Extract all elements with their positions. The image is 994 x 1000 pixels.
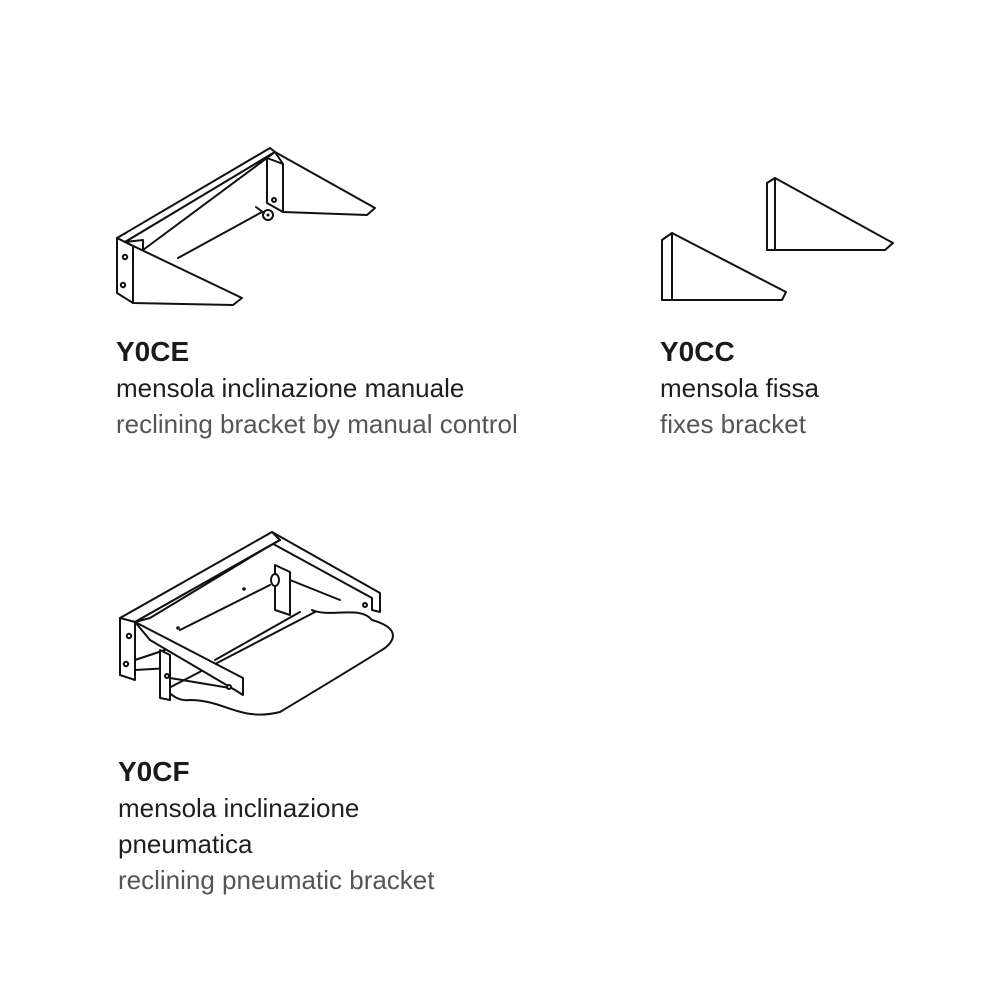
- product-name-italian-line2: pneumatica: [118, 829, 253, 859]
- product-name-english: fixes bracket: [660, 409, 806, 439]
- pneumatic-bracket-illustration: [119, 531, 394, 716]
- product-name-english: reclining bracket by manual control: [116, 409, 518, 439]
- product-code: Y0CE: [116, 336, 190, 367]
- product-code: Y0CF: [118, 756, 190, 787]
- product-name-english: reclining pneumatic bracket: [118, 865, 435, 895]
- product-y0ce: Y0CE mensola inclinazione manuale reclin…: [116, 334, 518, 442]
- product-name-italian-line1: mensola inclinazione: [118, 793, 360, 823]
- product-code: Y0CC: [660, 336, 735, 367]
- manual-bracket-illustration: [116, 147, 376, 306]
- product-name-italian: mensola fissa: [660, 373, 819, 403]
- product-y0cc: Y0CC mensola fissa fixes bracket: [660, 334, 819, 442]
- fixed-bracket-illustration: [661, 177, 894, 301]
- product-name-italian: mensola inclinazione manuale: [116, 373, 465, 403]
- product-y0cf: Y0CF mensola inclinazione pneumatica rec…: [118, 754, 435, 898]
